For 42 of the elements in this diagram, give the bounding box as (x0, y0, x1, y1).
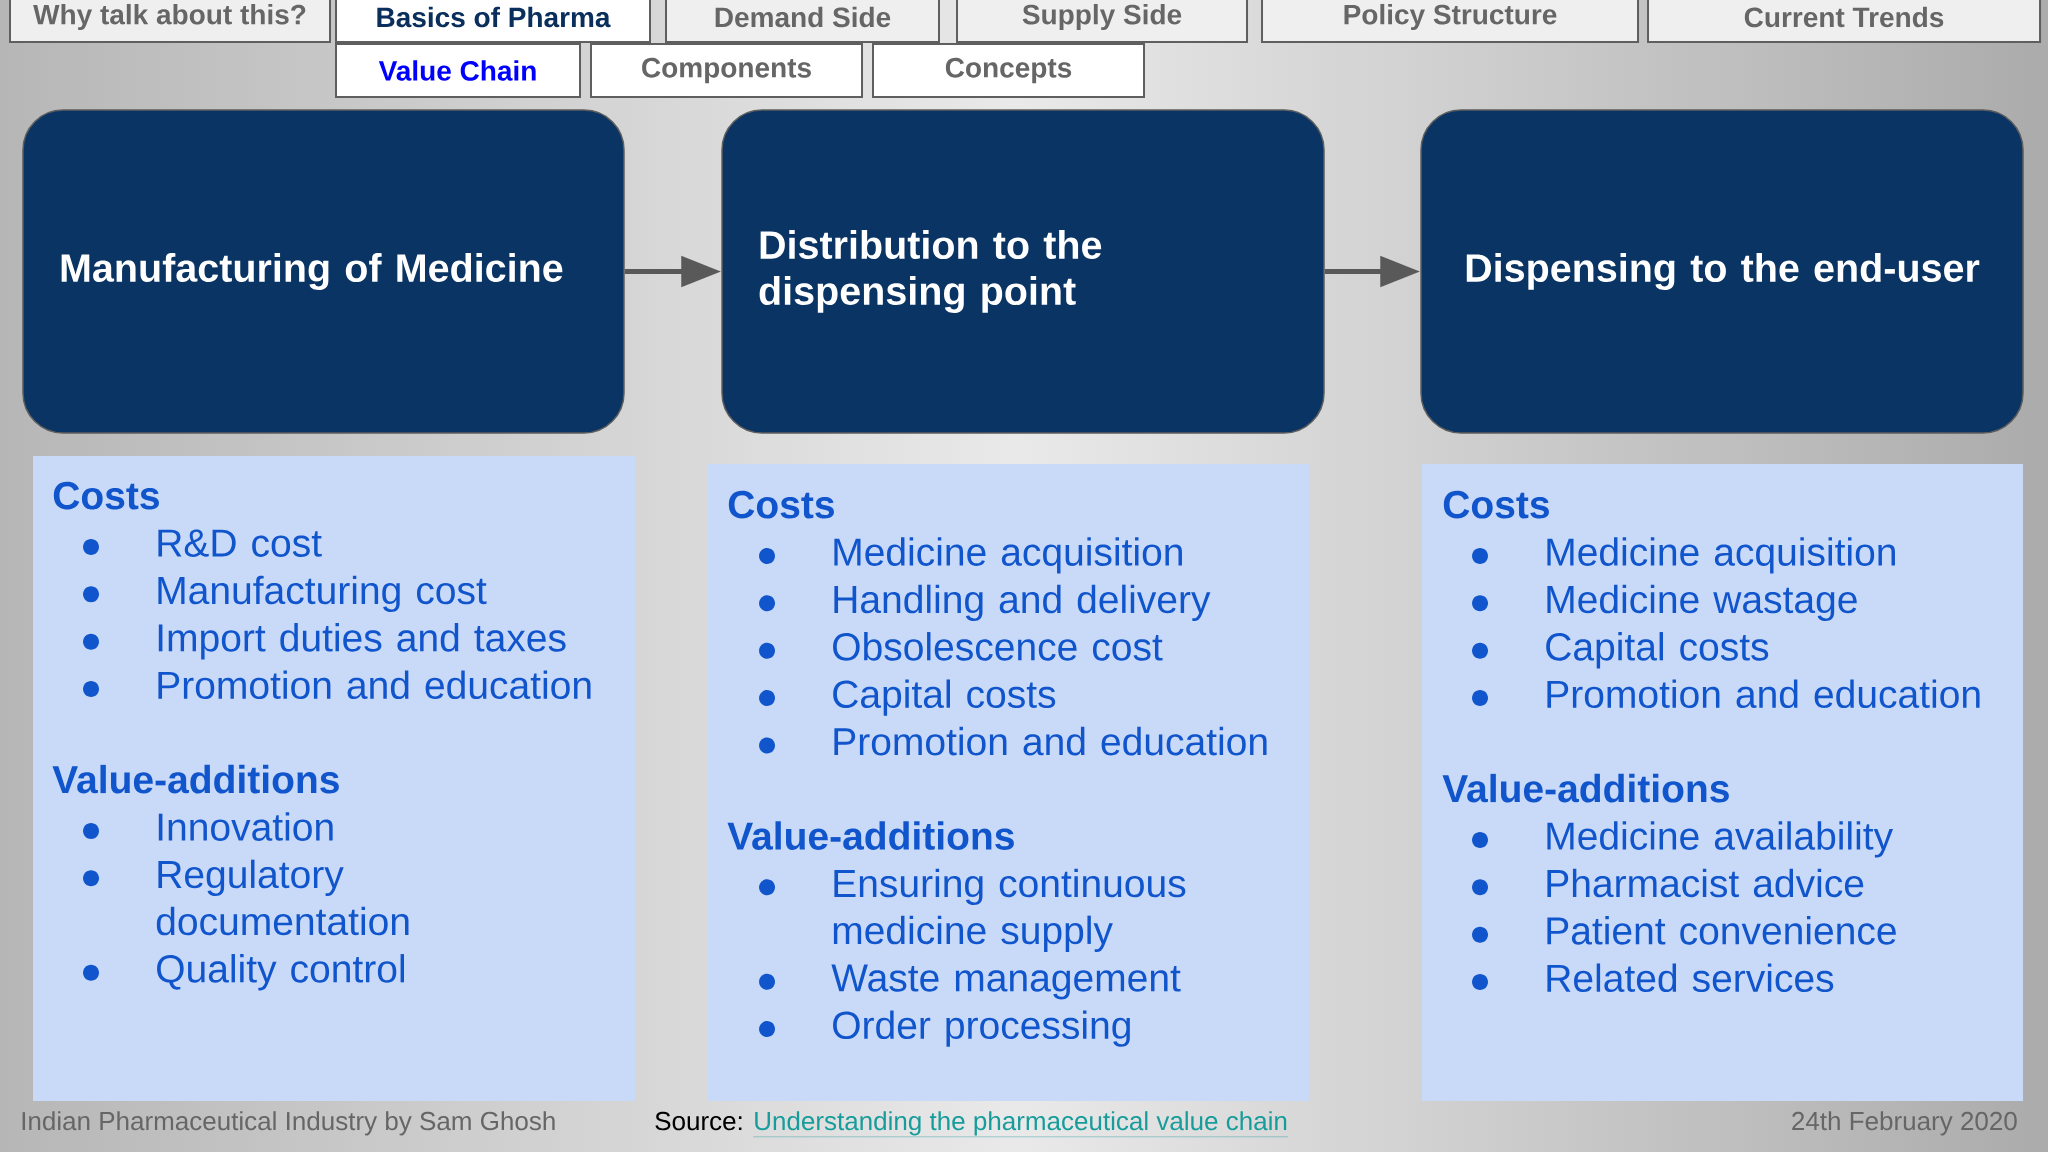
list-item: Capital costs (1546, 632, 1769, 669)
list-item: Promotion and education (158, 670, 591, 700)
section-heading: Costs (53, 481, 159, 510)
list-item: Medicine availability (1547, 821, 1894, 858)
tab: Components (590, 43, 863, 98)
list-item: Capital costs (833, 679, 1056, 716)
list-item: R&D cost (158, 529, 322, 557)
process-box: Manufacturing of Medicine (22, 109, 625, 434)
list-item: Medicine wastage (1547, 584, 1857, 621)
process-box: Distribution to the dispensing point (721, 109, 1325, 434)
process-box: Dispensing to the end-user (1420, 109, 2024, 434)
tab: Demand Side (665, 0, 940, 43)
tab: Current Trends (1647, 0, 2041, 43)
list-item: Import duties and taxes (158, 623, 566, 660)
list-item: Related services (1547, 963, 1834, 993)
list-item: Medicine acquisition (1547, 537, 1895, 574)
list-item: Manufacturing cost (158, 575, 487, 612)
section-heading: Value-additions (727, 821, 1014, 850)
tab: Supply Side (956, 0, 1248, 43)
list-item: Pharmacist advice (1547, 868, 1864, 898)
source-label: Source: (655, 1111, 742, 1131)
list-item: Promotion and education (834, 726, 1267, 756)
list-item: Medicine acquisition (834, 537, 1182, 574)
tab: Why talk about this? (9, 0, 331, 43)
section-heading: Value-additions (1442, 773, 1729, 803)
tab: Concepts (872, 43, 1145, 98)
section-heading: Costs (1443, 490, 1549, 519)
list-item: Regulatory documentation (156, 859, 409, 936)
section-heading: Costs (728, 490, 834, 519)
list-item: Handling and delivery (834, 584, 1211, 621)
section-heading: Value-additions (52, 764, 339, 794)
list-item: Order processing (833, 1010, 1130, 1047)
tab: Value Chain (335, 43, 581, 98)
list-item: Waste management (831, 964, 1181, 1000)
list-item: Innovation (158, 812, 333, 841)
tab: Policy Structure (1261, 0, 1639, 43)
list-item: Quality control (157, 954, 404, 991)
list-item: Patient convenience (1547, 916, 1896, 945)
list-item: Ensuring continuous medicine supply (833, 868, 1186, 952)
tab: Basics of Pharma (335, 0, 651, 43)
list-item: Promotion and education (1547, 679, 1980, 709)
list-item: Obsolescence cost (833, 632, 1163, 661)
